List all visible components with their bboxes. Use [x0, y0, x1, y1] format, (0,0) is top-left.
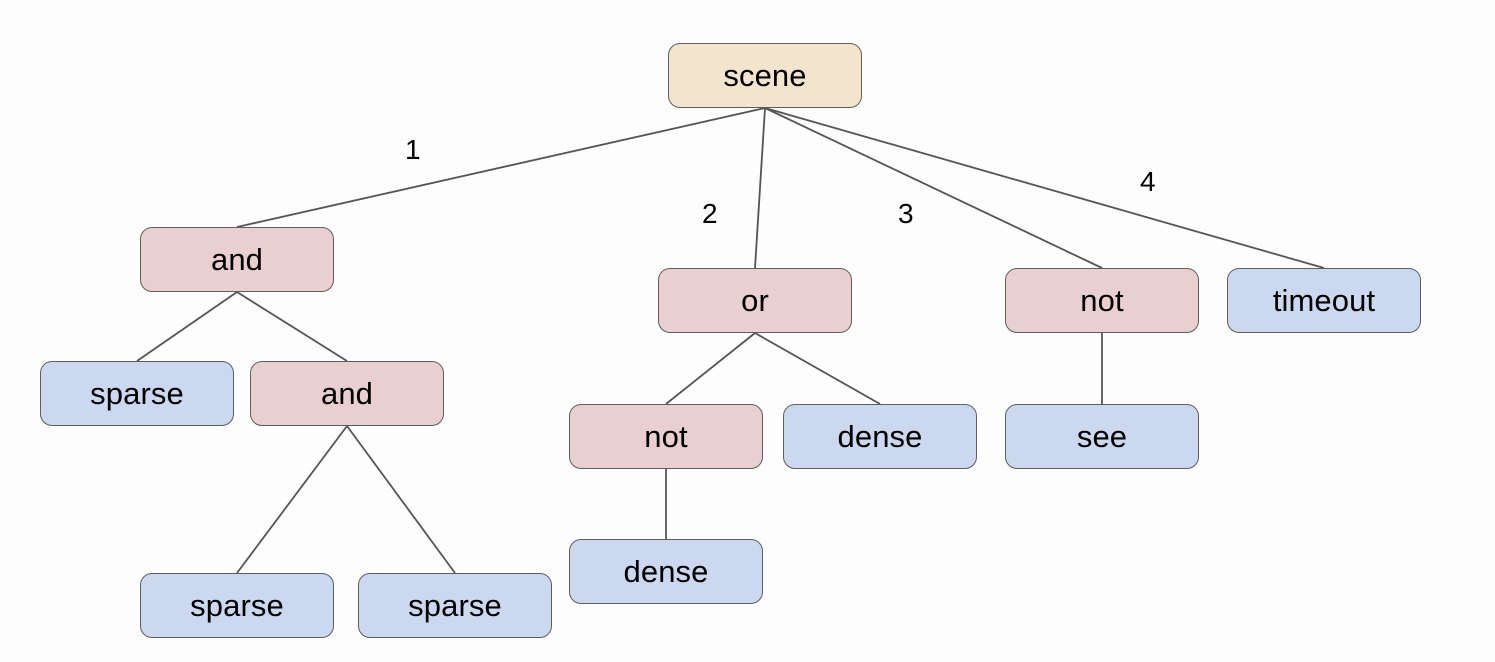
tree-edge: [764, 107, 1325, 269]
tree-node-label: timeout: [1272, 283, 1376, 318]
tree-node-and1[interactable]: and: [140, 227, 334, 292]
tree-edge: [346, 425, 456, 574]
tree-edge: [236, 107, 766, 228]
tree-node-or1[interactable]: or: [658, 268, 852, 333]
tree-edge: [236, 291, 348, 362]
tree-edge: [236, 425, 348, 574]
tree-edge: [754, 107, 766, 269]
tree-node-label: dense: [837, 419, 923, 454]
edge-label-4: 4: [1140, 166, 1156, 197]
edge-label-3: 3: [898, 198, 914, 229]
tree-node-label: dense: [623, 554, 709, 589]
tree-node-dense2[interactable]: dense: [569, 539, 763, 604]
tree-edge: [754, 332, 881, 405]
tree-node-sparse2[interactable]: sparse: [140, 573, 334, 638]
tree-node-sparse1[interactable]: sparse: [40, 361, 234, 426]
tree-node-timeout[interactable]: timeout: [1227, 268, 1421, 333]
tree-node-scene[interactable]: scene: [668, 43, 862, 108]
tree-node-not2[interactable]: not: [569, 404, 763, 469]
tree-node-label: and: [320, 376, 374, 411]
tree-node-label: sparse: [190, 588, 284, 623]
tree-node-dense1[interactable]: dense: [783, 404, 977, 469]
tree-edge: [665, 332, 756, 405]
tree-node-label: not: [644, 419, 688, 454]
tree-node-and2[interactable]: and: [250, 361, 444, 426]
edge-label-1: 1: [405, 134, 421, 165]
tree-edge: [764, 107, 1103, 269]
tree-node-see[interactable]: see: [1005, 404, 1199, 469]
tree-node-label: scene: [723, 58, 807, 93]
tree-node-label: sparse: [408, 588, 502, 623]
tree-node-not1[interactable]: not: [1005, 268, 1199, 333]
edge-label-2: 2: [702, 198, 718, 229]
tree-node-label: and: [210, 242, 264, 277]
tree-edge: [136, 291, 238, 362]
tree-node-label: or: [741, 283, 769, 318]
tree-node-label: see: [1076, 419, 1128, 454]
tree-node-label: not: [1080, 283, 1124, 318]
tree-node-sparse3[interactable]: sparse: [358, 573, 552, 638]
tree-node-label: sparse: [90, 376, 184, 411]
